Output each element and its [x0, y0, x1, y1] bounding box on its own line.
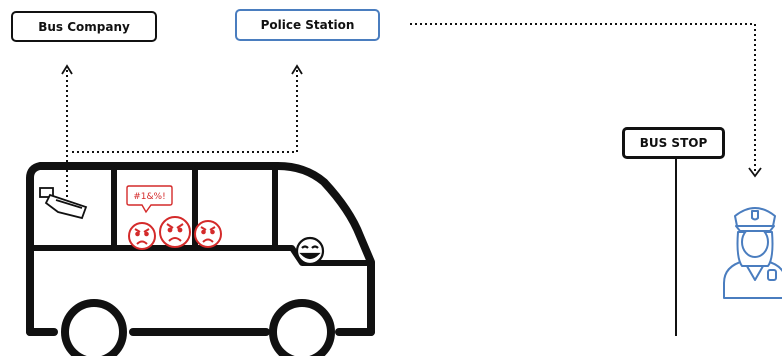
angry-face-icon	[195, 221, 221, 247]
speech-bubble-text: #1&%!	[133, 192, 165, 202]
police-officer-icon	[724, 208, 782, 298]
police-station-node: Police Station	[235, 9, 380, 41]
bus-to-police-station-arrow	[72, 66, 302, 152]
speech-bubble: #1&%!	[127, 186, 172, 212]
bus-company-node: Bus Company	[11, 11, 157, 42]
security-camera-icon	[40, 188, 86, 218]
camera-to-bus-company-arrow	[62, 66, 72, 197]
smiling-face-icon	[297, 238, 323, 264]
angry-face-icon	[129, 223, 155, 249]
angry-face-icon	[160, 217, 190, 247]
bus-stop-sign: BUS STOP	[622, 127, 725, 159]
